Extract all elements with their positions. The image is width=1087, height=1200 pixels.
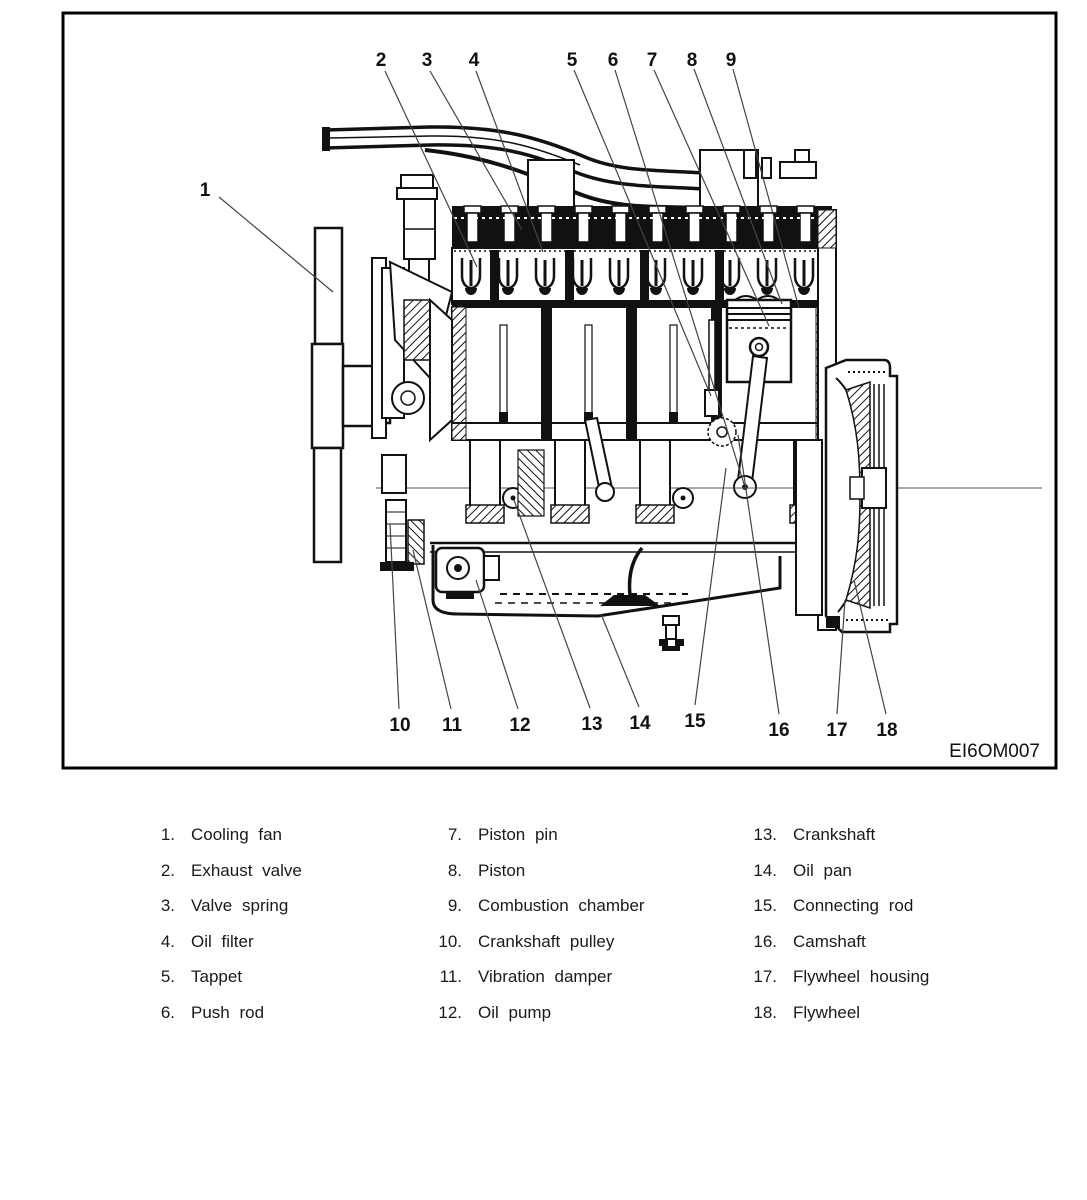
- legend-item-label: Flywheel: [793, 1002, 861, 1022]
- callout-5: 5: [567, 50, 578, 71]
- legend-item-label: Piston pin: [478, 825, 558, 844]
- callout-17: 17: [826, 720, 847, 741]
- callout-9: 9: [726, 50, 737, 71]
- legend-item-number: 10.: [438, 931, 462, 951]
- camshaft-drawing: [704, 319, 737, 447]
- legend-item-number: 2.: [160, 860, 175, 880]
- callout-6: 6: [608, 50, 619, 71]
- legend-item-label: Oil filter: [191, 931, 254, 951]
- legend-item: 5. Tappet: [130, 959, 302, 995]
- callout-10: 10: [389, 715, 410, 736]
- oil-filler-drawing: [396, 174, 438, 290]
- callout-4: 4: [469, 50, 480, 71]
- legend-item: 16. Camshaft: [710, 924, 929, 960]
- callout-8: 8: [687, 50, 698, 71]
- legend-column-2: 7. Piston pin 8. Piston 9. Combustion chamb…: [400, 817, 645, 1031]
- legend-item-number: 11.: [439, 967, 462, 986]
- legend-item: 18. Flywheel: [710, 995, 929, 1031]
- legend-item-number: 16.: [753, 931, 777, 951]
- legend-item: 14. Oil pan: [710, 853, 929, 889]
- figure-border: [61, 11, 1058, 770]
- legend-column-1: 1. Cooling fan 2. Exhaust valve 3. Valve sp…: [130, 817, 302, 1030]
- legend-item-number: 12.: [438, 1002, 462, 1022]
- legend-item: 8. Piston: [400, 853, 645, 889]
- callout-14: 14: [629, 713, 651, 734]
- callout-12: 12: [509, 715, 530, 736]
- callout-13: 13: [581, 714, 602, 735]
- legend-item-number: 13.: [753, 825, 777, 844]
- legend-item: 4. Oil filter: [130, 924, 302, 960]
- callout-1: 1: [200, 180, 211, 201]
- legend-item-label: Exhaust valve: [191, 860, 302, 880]
- cylinder-head-drawing: [451, 247, 833, 312]
- oil-pan-drawing: [431, 545, 782, 651]
- legend-item: 7. Piston pin: [400, 817, 645, 853]
- callout-7: 7: [647, 50, 658, 71]
- legend-item-label: Connecting rod: [793, 896, 914, 915]
- callout-15: 15: [684, 711, 706, 732]
- callout-11: 11: [442, 715, 463, 736]
- legend-item-number: 17.: [753, 967, 777, 986]
- legend-item-number: 7.: [447, 825, 462, 844]
- legend-item: 6. Push rod: [130, 995, 302, 1031]
- piston-drawing: [725, 295, 793, 499]
- legend-item-label: Crankshaft: [793, 825, 876, 844]
- injection-pump-drawing: [527, 149, 817, 208]
- legend-item-number: 1.: [160, 825, 175, 844]
- legend-item-label: Oil pan: [793, 860, 852, 880]
- legend-item-label: Valve spring: [191, 896, 289, 915]
- legend-item: 13. Crankshaft: [710, 817, 929, 853]
- legend-item-label: Flywheel housing: [793, 967, 930, 986]
- callout-18: 18: [876, 720, 897, 741]
- legend-item-label: Push rod: [191, 1002, 265, 1022]
- legend-item-label: Crankshaft pulley: [478, 931, 615, 951]
- legend-item-label: Combustion chamber: [478, 896, 645, 915]
- legend-item: 3. Valve spring: [130, 888, 302, 924]
- callout-2: 2: [376, 50, 387, 71]
- figure-code: EI6OM007: [949, 741, 1040, 762]
- legend-item: 1. Cooling fan: [130, 817, 302, 853]
- legend-item: 10. Crankshaft pulley: [400, 924, 645, 960]
- legend-item: 11. Vibration damper: [400, 959, 645, 995]
- legend-item: 9. Combustion chamber: [400, 888, 645, 924]
- legend-item-label: Piston: [478, 860, 526, 880]
- legend-item-number: 8.: [447, 860, 462, 880]
- legend-item-number: 15.: [753, 896, 777, 915]
- legend-item: 15. Connecting rod: [710, 888, 929, 924]
- legend-item-number: 6.: [160, 1002, 175, 1022]
- legend-item-number: 4.: [160, 931, 175, 951]
- legend-item-number: 5.: [160, 967, 175, 986]
- legend-item: 17. Flywheel housing: [710, 959, 929, 995]
- callout-16: 16: [768, 720, 789, 741]
- front-accessories-drawing: [371, 257, 500, 599]
- legend-item-label: Camshaft: [793, 931, 866, 951]
- callout-3: 3: [422, 50, 433, 71]
- legend-item: 12. Oil pump: [400, 995, 645, 1031]
- callout-leader-lines: [218, 68, 887, 715]
- legend-item-number: 9.: [447, 896, 462, 915]
- legend-item-label: Vibration damper: [478, 967, 613, 986]
- legend-item-label: Tappet: [191, 967, 243, 986]
- legend-item-label: Cooling fan: [191, 825, 283, 844]
- flywheel-drawing: [795, 209, 899, 634]
- valve-cover-drawing: [452, 205, 832, 248]
- legend-item-number: 3.: [160, 896, 175, 915]
- legend-item: 2. Exhaust valve: [130, 853, 302, 889]
- legend-item-label: Oil pump: [478, 1002, 552, 1022]
- legend-column-3: 13. Crankshaft 14. Oil pan 15. Connecting r…: [710, 817, 929, 1030]
- legend-item-number: 14.: [753, 860, 777, 880]
- legend-item-number: 18.: [753, 1002, 777, 1022]
